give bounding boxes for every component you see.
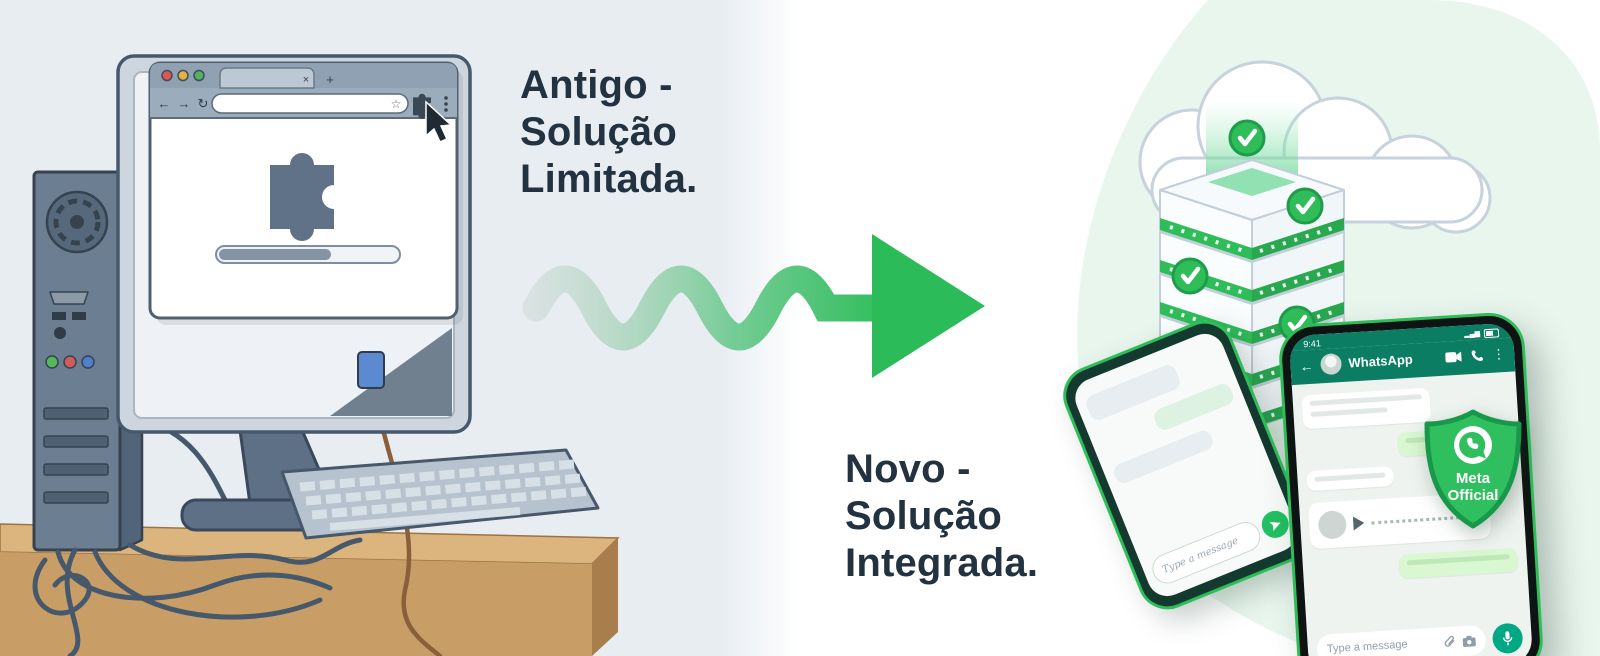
status-time: 9:41 <box>1302 338 1322 350</box>
bookmark-star-icon[interactable]: ☆ <box>391 97 402 111</box>
app-title: WhatsApp <box>1348 351 1414 371</box>
send-icon <box>1268 521 1280 531</box>
shield-icon <box>1424 409 1522 529</box>
forward-icon[interactable]: → <box>178 96 191 111</box>
mouse-cursor-icon <box>425 100 453 143</box>
usb-port <box>72 312 86 320</box>
chat-bubble <box>1306 466 1394 492</box>
keyboard <box>280 448 600 540</box>
tangled-cables <box>32 417 363 656</box>
chat-bubble <box>1301 387 1431 430</box>
new-tab-icon[interactable]: + <box>326 72 334 87</box>
signal-icon: ▂▄▆ <box>1464 330 1481 339</box>
old-solution-label: Antigo - Solução Limitada. <box>520 63 698 201</box>
vga-cable <box>371 389 443 656</box>
address-bar[interactable] <box>211 93 409 114</box>
meta-official-badge: Meta Official <box>1420 408 1526 532</box>
avatar <box>1317 510 1348 540</box>
voice-call-icon[interactable] <box>1471 349 1484 362</box>
back-phone-screen: Type a message <box>1069 327 1303 603</box>
play-icon[interactable] <box>1352 515 1365 531</box>
video-call-icon[interactable] <box>1445 350 1463 363</box>
front-phone: 9:41 ▂▄▆ ← WhatsApp ⋮ <box>1277 310 1545 656</box>
avatar[interactable] <box>1319 353 1343 376</box>
audio-jack-green <box>45 355 59 369</box>
message-input-bar: Type a message <box>1307 615 1534 656</box>
audio-jack-red <box>63 355 77 369</box>
badge-text: Meta Official <box>1420 470 1526 505</box>
battery-icon <box>1483 327 1500 338</box>
back-phone-message-input[interactable]: Type a message <box>1147 517 1265 589</box>
screen-shadow <box>330 328 452 416</box>
arrow-head <box>872 234 985 378</box>
vga-port <box>49 291 89 305</box>
chat-bubble <box>1111 428 1216 486</box>
usb-port <box>52 312 66 320</box>
tab-close-icon[interactable]: × <box>303 74 309 86</box>
minimize-window-icon[interactable] <box>177 69 189 82</box>
loading-bar-fill <box>219 249 331 260</box>
mic-icon <box>1502 631 1513 646</box>
badge-line-2: Official <box>1447 487 1499 505</box>
whatsapp-header: ← WhatsApp ⋮ <box>1289 337 1516 386</box>
maximize-window-icon[interactable] <box>193 69 205 82</box>
back-arrow-icon[interactable]: ← <box>1299 357 1315 375</box>
chat-bubble <box>1397 547 1519 579</box>
browser-window: × + ← → ↻ ☆ <box>148 61 463 325</box>
message-input-placeholder: Type a message <box>1160 534 1240 576</box>
whatsapp-logo-icon <box>1459 431 1486 459</box>
close-window-icon[interactable] <box>161 69 173 82</box>
new-solution-label: Novo - Solução Integrada. <box>845 447 1039 585</box>
message-input[interactable]: Type a message <box>1316 624 1487 656</box>
browser-tab[interactable] <box>219 67 315 89</box>
attach-icon[interactable] <box>1443 635 1456 649</box>
badge-line-1: Meta <box>1455 470 1491 487</box>
mic-button[interactable] <box>1491 622 1524 655</box>
back-icon[interactable]: ← <box>158 96 171 111</box>
send-button[interactable] <box>1257 506 1293 542</box>
puzzle-piece-graphic <box>270 153 334 241</box>
browser-menu-icon[interactable] <box>444 96 448 112</box>
audio-jack-blue <box>81 355 95 369</box>
whatsapp-screen: 9:41 ▂▄▆ ← WhatsApp ⋮ <box>1288 322 1534 656</box>
back-phone: Type a message <box>1054 311 1318 619</box>
menu-icon[interactable]: ⋮ <box>1491 345 1506 362</box>
camera-icon[interactable] <box>1462 635 1476 647</box>
wavy-arrow <box>522 234 985 378</box>
vga-connector <box>357 351 385 389</box>
message-input-placeholder: Type a message <box>1326 638 1408 656</box>
refresh-icon[interactable]: ↻ <box>198 96 209 111</box>
